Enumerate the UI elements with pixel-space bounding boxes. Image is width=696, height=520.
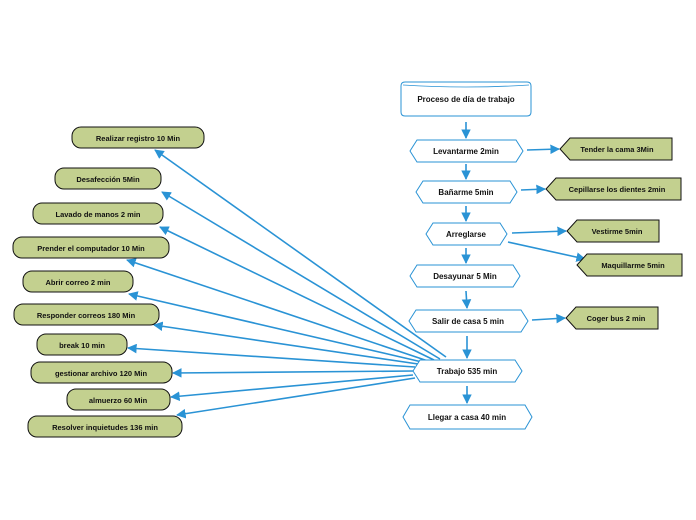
step-label: Arreglarse	[446, 230, 487, 239]
step-banarme[interactable]: Bañarme 5min	[415, 180, 518, 204]
work-task-correo[interactable]: Abrir correo 2 min	[22, 270, 134, 293]
work-task-computador[interactable]: Prender el computador 10 Min	[12, 236, 170, 259]
arrow-banarme-to-cepillarse	[520, 184, 546, 195]
work-task-label: Responder correos 180 Min	[37, 311, 136, 320]
work-task-desafeccion[interactable]: Desafección 5Min	[54, 167, 162, 190]
arrow-levantarme-to-tender	[526, 144, 560, 155]
arrow-trabajo-to-desafeccion	[161, 191, 441, 360]
work-task-archivo[interactable]: gestionar archivo 120 Min	[30, 361, 173, 384]
step-label: Desayunar 5 Min	[433, 272, 497, 281]
side-task-label: Coger bus 2 min	[587, 314, 646, 323]
work-task-label: Resolver inquietudes 136 min	[52, 423, 158, 432]
arrow-trabajo-to-correo	[128, 291, 423, 363]
work-task-label: almuerzo 60 Min	[89, 396, 148, 405]
side-task-coger-bus[interactable]: Coger bus 2 min	[565, 306, 659, 330]
connector-layer	[126, 122, 586, 419]
work-task-label: Abrir correo 2 min	[45, 278, 110, 287]
work-task-inquietudes[interactable]: Resolver inquietudes 136 min	[27, 415, 183, 438]
work-task-break[interactable]: break 10 min	[36, 333, 128, 356]
title-label: Proceso de día de trabajo	[417, 95, 514, 104]
side-task-maquillarme[interactable]: Maquillarme 5min	[576, 253, 683, 277]
step-desayunar[interactable]: Desayunar 5 Min	[409, 264, 521, 288]
work-task-lavado[interactable]: Lavado de manos 2 min	[32, 202, 164, 225]
step-arreglarse[interactable]: Arreglarse	[425, 222, 508, 246]
arrow-trabajo-to-break	[127, 343, 416, 368]
work-task-label: gestionar archivo 120 Min	[55, 369, 148, 378]
arrow-trabajo-to-responder	[153, 321, 419, 365]
step-label: Levantarme 2min	[433, 147, 499, 156]
arrow-arreglarse-to-maquillarme	[507, 241, 586, 262]
step-label: Bañarme 5min	[438, 188, 493, 197]
step-label: Trabajo 535 min	[437, 367, 498, 376]
side-task-cepillarse[interactable]: Cepillarse los dientes 2min	[545, 177, 682, 201]
arrow-trabajo-to-almuerzo	[170, 374, 414, 401]
arrow-trabajo-to-computador	[126, 258, 429, 362]
step-levantarme[interactable]: Levantarme 2min	[409, 139, 524, 163]
work-task-label: Desafección 5Min	[76, 175, 140, 184]
side-task-label: Cepillarse los dientes 2min	[569, 185, 666, 194]
arrow-trabajo-to-registro	[154, 149, 447, 358]
step-salir[interactable]: Salir de casa 5 min	[408, 309, 529, 333]
work-task-label: Prender el computador 10 Min	[37, 244, 145, 253]
arrow-salir-to-bus	[531, 313, 566, 324]
work-task-label: Lavado de manos 2 min	[55, 210, 140, 219]
work-task-registro[interactable]: Realizar registro 10 Min	[71, 126, 205, 149]
side-task-label: Vestirme 5min	[592, 227, 643, 236]
step-label: Llegar a casa 40 min	[428, 413, 506, 422]
work-task-label: break 10 min	[59, 341, 105, 350]
work-task-almuerzo[interactable]: almuerzo 60 Min	[66, 388, 171, 411]
arrow-trabajo-to-archivo	[172, 368, 414, 378]
side-task-vestirme[interactable]: Vestirme 5min	[566, 219, 660, 243]
work-task-label: Realizar registro 10 Min	[96, 134, 181, 143]
arrow-arreglarse-to-vestirme	[511, 226, 567, 237]
step-llegar[interactable]: Llegar a casa 40 min	[402, 404, 533, 430]
work-task-responder[interactable]: Responder correos 180 Min	[13, 303, 160, 326]
arrow-desayunar-to-salir	[461, 290, 472, 309]
step-trabajo[interactable]: Trabajo 535 min	[412, 359, 523, 383]
side-task-label: Tender la cama 3Min	[580, 145, 654, 154]
side-task-label: Maquillarme 5min	[601, 261, 665, 270]
step-label: Salir de casa 5 min	[432, 317, 504, 326]
title-node[interactable]: Proceso de día de trabajo	[400, 81, 532, 117]
side-task-tender-cama[interactable]: Tender la cama 3Min	[559, 137, 673, 161]
arrow-trabajo-to-lavado	[159, 226, 435, 361]
arrow-trabajo-to-inquietudes	[176, 377, 416, 419]
